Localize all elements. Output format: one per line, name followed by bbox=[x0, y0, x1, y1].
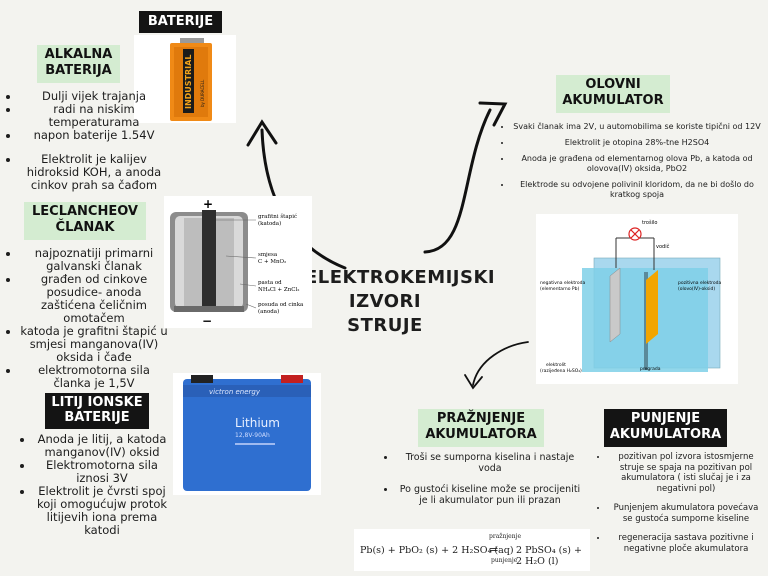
list-item: pozitivan pol izvora istosmjerne struje … bbox=[608, 452, 764, 494]
discharge-equation: Pb(s) + PbO₂ (s) + 2 H₂SO₄ (aq) pražnjen… bbox=[354, 529, 590, 571]
victron-brand-text: victron energy bbox=[209, 388, 261, 396]
list-item: najpoznatiji primarni galvanski članak bbox=[20, 247, 168, 273]
list-item: građen od cinkove posudice- anoda zaštić… bbox=[20, 273, 168, 325]
battery-sub-text: by DURACELL bbox=[200, 79, 205, 107]
central-title-line1: ELEKTROKEMIJSKI bbox=[305, 267, 496, 288]
alkalna-title-line2: BATERIJA bbox=[45, 63, 112, 78]
equation-arrow-bottom: punjenje bbox=[491, 557, 518, 564]
list-item: Elektrode su odvojene polivinil kloridom… bbox=[512, 180, 762, 200]
diagram-label: vodič bbox=[656, 243, 670, 250]
equation-left: Pb(s) + PbO₂ (s) + 2 H₂SO₄ (aq) bbox=[360, 545, 514, 556]
diagram-label: posuda od cinka(anoda) bbox=[258, 302, 304, 315]
list-item: Punjenjem akumulatora povećava se gustoć… bbox=[608, 503, 764, 524]
plus-terminal-label: + bbox=[203, 197, 213, 211]
baterije-title: BATERIJE bbox=[139, 11, 222, 33]
alkalna-list: Dulji vijek trajanja radi na niskim temp… bbox=[8, 90, 168, 192]
lithium-label: Lithium bbox=[235, 416, 280, 430]
central-title-line3: STRUJE bbox=[347, 315, 423, 336]
list-item: Anoda je litij, a katoda manganov(IV) ok… bbox=[34, 433, 170, 459]
lead-acid-cell-diagram: trošilo vodič negativna elektroda(elemen… bbox=[540, 219, 721, 374]
litij-title: LITIJ IONSKE BATERIJE bbox=[45, 393, 149, 429]
list-item: napon baterije 1.54V bbox=[20, 129, 168, 142]
list-item: Elektrolit je čvrsti spoj koji omogućujw… bbox=[34, 485, 170, 537]
list-item: Elektromotorna sila iznosi 3V bbox=[34, 459, 170, 485]
leclanche-list: najpoznatiji primarni galvanski članak g… bbox=[8, 247, 168, 390]
praznjenje-list: Troši se sumporna kiselina i nastaje vod… bbox=[384, 452, 584, 506]
litij-list: Anoda je litij, a katoda manganov(IV) ok… bbox=[22, 433, 170, 537]
battery-brand-text: INDUSTRIAL bbox=[184, 55, 193, 109]
minus-terminal-label: − bbox=[202, 314, 212, 328]
list-item: regeneracija sastava pozitivne i negativ… bbox=[608, 533, 764, 554]
list-item: Svaki članak ima 2V, u automobilima se k… bbox=[512, 122, 762, 132]
list-item: Dulji vijek trajanja bbox=[20, 90, 168, 103]
alkalna-title-line1: ALKALNA bbox=[44, 47, 113, 62]
alkalna-title: ALKALNA BATERIJA bbox=[37, 45, 120, 83]
list-item: Elektrolit je kalijev hidroksid KOH, a a… bbox=[20, 153, 168, 192]
duracell-battery-icon: INDUSTRIAL by DURACELL bbox=[170, 38, 212, 121]
praznjenje-title: PRAŽNJENJE AKUMULATORA bbox=[418, 409, 544, 447]
diagram-label: pozitivna elektroda(olovo(IV)-oksid) bbox=[678, 280, 721, 292]
olovni-title-line2: AKUMULATOR bbox=[562, 93, 664, 108]
baterije-image: INDUSTRIAL by DURACELL bbox=[134, 35, 236, 123]
punjenje-title-line2: AKUMULATORA bbox=[609, 427, 722, 442]
equation-arrow-top: pražnjenje bbox=[489, 533, 521, 540]
diagram-label: trošilo bbox=[642, 219, 657, 226]
olovni-title-line1: OLOVNI bbox=[585, 77, 641, 92]
lithium-spec: 12,8V-90Ah bbox=[235, 432, 270, 439]
lithium-battery-icon: victron energy Lithium 12,8V-90Ah bbox=[183, 375, 311, 491]
litij-battery-image: victron energy Lithium 12,8V-90Ah bbox=[173, 373, 321, 495]
leclanche-title: LECLANCHEOV ČLANAK bbox=[24, 202, 146, 240]
leclanche-title-line1: LECLANCHEOV bbox=[32, 204, 138, 219]
punjenje-list: pozitivan pol izvora istosmjerne struje … bbox=[596, 452, 764, 554]
olovni-title: OLOVNI AKUMULATOR bbox=[556, 75, 670, 113]
diagram-label: negativna elektroda(elementarno Pb) bbox=[540, 280, 585, 292]
central-topic: ELEKTROKEMIJSKI IZVORI STRUJE bbox=[305, 266, 496, 338]
olovni-list: Svaki članak ima 2V, u automobilima se k… bbox=[500, 122, 762, 206]
arrow-head-baterije bbox=[246, 119, 278, 147]
praznjenje-title-line1: PRAŽNJENJE bbox=[436, 411, 526, 426]
arrow-to-praznjenje bbox=[472, 341, 529, 386]
equation-right: 2 PbSO₄ (s) + 2 H₂O (l) bbox=[516, 545, 582, 567]
punjenje-title: PUNJENJE AKUMULATORA bbox=[604, 409, 727, 447]
leclanche-title-line2: ČLANAK bbox=[55, 220, 115, 235]
diagram-label: elektrolit(razijeđena H₂SO₄) bbox=[540, 362, 582, 374]
litij-title-line2: BATERIJE bbox=[64, 410, 130, 425]
diagram-label: pregrada bbox=[640, 366, 661, 372]
punjenje-title-line1: PUNJENJE bbox=[630, 411, 701, 426]
olovni-diagram: trošilo vodič negativna elektroda(elemen… bbox=[536, 214, 738, 384]
list-item: elektromotorna sila članka je 1,5V bbox=[20, 364, 168, 390]
litij-title-line1: LITIJ IONSKE bbox=[51, 395, 143, 410]
list-item: Po gustoći kiseline može se procijeniti … bbox=[396, 484, 584, 506]
list-item: Troši se sumporna kiselina i nastaje vod… bbox=[396, 452, 584, 474]
arrow-head-praznjenje bbox=[464, 374, 483, 390]
equilibrium-arrow-icon: ⇌ bbox=[489, 543, 499, 556]
list-item: katoda je grafitni štapić u smjesi manga… bbox=[20, 325, 168, 364]
central-title-line2: IZVORI bbox=[348, 291, 422, 312]
list-item: radi na niskim temperaturama bbox=[20, 103, 168, 129]
list-item: Elektrolit je otopina 28%-tne H2SO4 bbox=[512, 138, 762, 148]
arrow-to-olovni bbox=[423, 108, 492, 254]
arrow-head-olovni bbox=[478, 101, 508, 127]
diagram-label: grafitni štapić(katoda) bbox=[258, 213, 297, 227]
praznjenje-title-line2: AKUMULATORA bbox=[425, 427, 537, 442]
list-item: Anoda je građena od elementarnog olova P… bbox=[512, 154, 762, 174]
